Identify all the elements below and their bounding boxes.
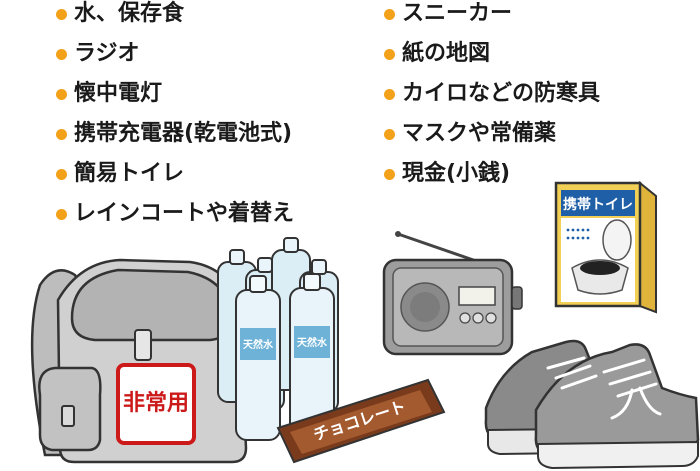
bullet-icon <box>384 49 395 60</box>
sneakers-icon <box>484 339 700 470</box>
toilet-box-label-text: 携帯トイレ <box>563 196 633 213</box>
bullet-icon <box>56 169 67 180</box>
list-item-label: マスクや常備薬 <box>402 121 557 146</box>
list-item-label: 懐中電灯 <box>74 81 163 106</box>
list-item: 懐中電灯 <box>52 80 294 120</box>
list-item: スニーカー <box>380 0 600 40</box>
list-item: 現金(小銭) <box>380 160 600 200</box>
list-item: レインコートや着替え <box>52 200 294 240</box>
bullet-icon <box>56 89 67 100</box>
backpack-icon: 非常用 <box>30 258 248 464</box>
bullet-icon <box>56 209 67 220</box>
list-item: マスクや常備薬 <box>380 120 600 160</box>
bullet-icon <box>56 129 67 140</box>
radio-icon <box>382 231 523 356</box>
bullet-icon <box>56 49 67 60</box>
water-bottles-icon: 天然水 天然水 <box>217 237 339 441</box>
bullet-icon <box>56 9 67 20</box>
list-item-label: レインコートや着替え <box>74 201 295 226</box>
list-item-label: 現金(小銭) <box>402 161 511 186</box>
water-label-text: 天然水 <box>297 336 328 349</box>
list-item: 紙の地図 <box>380 40 600 80</box>
list-item-label: カイロなどの防寒具 <box>402 81 601 106</box>
list-item-label: 水、保存食 <box>74 1 185 26</box>
backpack-tag-text: 非常用 <box>123 390 189 416</box>
list-item: ラジオ <box>52 40 294 80</box>
bullet-icon <box>384 9 395 20</box>
water-label-text: 天然水 <box>243 338 274 351</box>
bullet-icon <box>384 129 395 140</box>
list-item-label: ラジオ <box>74 41 140 66</box>
list-item: 簡易トイレ <box>52 160 294 200</box>
list-item-label: 携帯充電器(乾電池式) <box>74 121 293 146</box>
list-item-label: 簡易トイレ <box>74 161 185 186</box>
bullet-icon <box>384 169 395 180</box>
checklist-left: 水、保存食 ラジオ 懐中電灯 携帯充電器(乾電池式) 簡易トイレ レインコートや… <box>52 0 294 240</box>
list-item: 携帯充電器(乾電池式) <box>52 120 294 160</box>
list-item-label: 紙の地図 <box>402 41 491 66</box>
list-item: 水、保存食 <box>52 0 294 40</box>
checklist-right: スニーカー 紙の地図 カイロなどの防寒具 マスクや常備薬 現金(小銭) <box>380 0 600 200</box>
list-item: カイロなどの防寒具 <box>380 80 600 120</box>
list-item-label: スニーカー <box>402 1 513 26</box>
portable-toilet-box-icon: 携帯トイレ <box>554 180 657 314</box>
bullet-icon <box>384 89 395 100</box>
